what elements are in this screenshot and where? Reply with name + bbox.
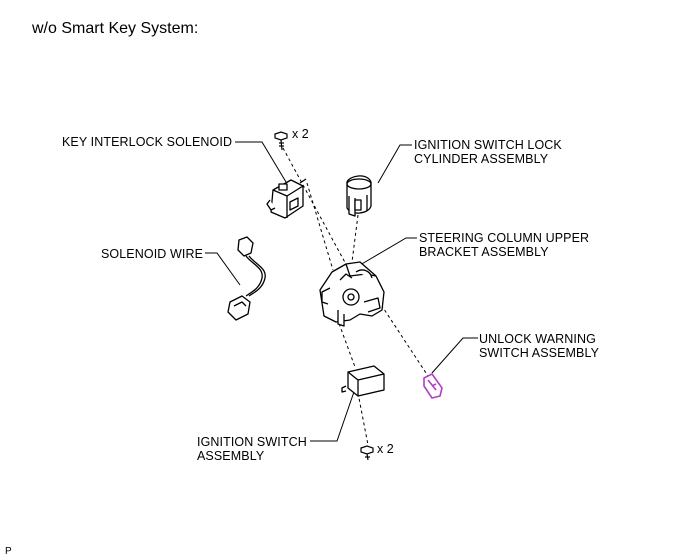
label-ignition-switch-line1: IGNITION SWITCH <box>197 435 307 449</box>
leader-solenoid-wire <box>205 252 241 286</box>
top-screw-icon <box>274 131 288 151</box>
leader-key-interlock-solenoid <box>235 141 287 183</box>
key-interlock-solenoid-part <box>266 178 307 219</box>
solenoid-wire-part <box>227 236 266 321</box>
label-ignition-lock-cylinder-line2: CYLINDER ASSEMBLY <box>414 152 549 166</box>
leader-ignition-switch <box>310 385 357 442</box>
dashed-bracket-to-ignition-switch <box>336 317 356 368</box>
quantity-top-screws: x 2 <box>292 127 309 141</box>
label-ignition-switch-line2: ASSEMBLY <box>197 449 265 463</box>
quantity-bottom-screws: x 2 <box>377 442 394 456</box>
ignition-switch-part <box>341 365 385 397</box>
dashed-bracket-to-unlock-switch <box>377 299 429 377</box>
leader-steering-bracket <box>359 237 417 266</box>
label-unlock-warning-line1: UNLOCK WARNING <box>479 332 596 346</box>
unlock-warning-switch-part <box>423 373 443 399</box>
ignition-lock-cylinder-part <box>346 175 372 217</box>
dashed-solenoid-to-bracket <box>306 182 334 271</box>
dashed-cylinder-to-bracket <box>351 214 359 263</box>
label-ignition-lock-cylinder-line1: IGNITION SWITCH LOCK <box>414 138 562 152</box>
label-unlock-warning-line2: SWITCH ASSEMBLY <box>479 346 600 360</box>
leader-ignition-lock-cylinder <box>377 144 412 184</box>
dashed-ignition-switch-to-screw <box>357 392 369 446</box>
leader-unlock-warning <box>431 337 478 374</box>
dashed-screw-to-bracket <box>282 147 349 269</box>
figure-code: P <box>5 546 12 557</box>
steering-bracket-part <box>319 261 385 327</box>
label-steering-bracket-line1: STEERING COLUMN UPPER <box>419 231 590 245</box>
label-solenoid-wire: SOLENOID WIRE <box>101 247 204 261</box>
label-steering-bracket-line2: BRACKET ASSEMBLY <box>419 245 549 259</box>
bottom-screw-icon <box>360 445 374 461</box>
label-key-interlock-solenoid: KEY INTERLOCK SOLENOID <box>62 135 233 149</box>
page-title: w/o Smart Key System: <box>32 20 199 37</box>
